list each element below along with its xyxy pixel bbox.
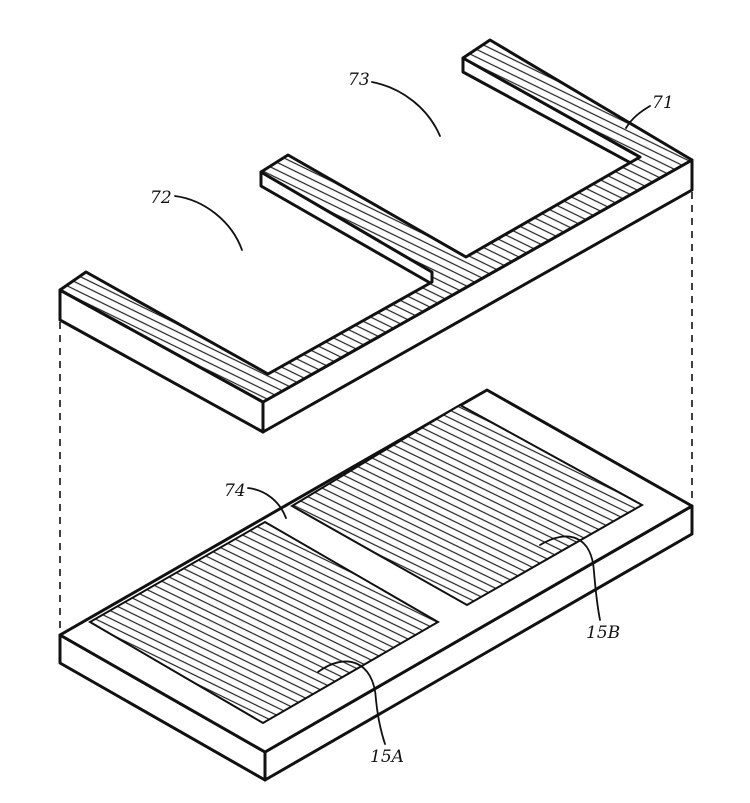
region-15a <box>88 520 440 725</box>
e-shaped-frame <box>58 38 694 434</box>
label-72: 72 <box>150 188 172 208</box>
label-73: 73 <box>348 70 370 90</box>
leader-72 <box>174 195 243 251</box>
reference-numerals: 71 72 73 74 15A 15B <box>150 70 674 767</box>
leader-74 <box>247 487 287 519</box>
alignment-lines <box>59 192 693 633</box>
frame-top-surface <box>58 38 694 404</box>
leader-71 <box>625 105 651 129</box>
leader-73 <box>371 81 441 137</box>
leader-15b <box>539 535 601 621</box>
leader-15a <box>317 660 386 745</box>
leader-lines <box>174 81 651 745</box>
label-15b: 15B <box>586 623 620 643</box>
region-15b <box>290 403 645 607</box>
label-71: 71 <box>652 93 674 113</box>
label-15a: 15A <box>370 747 404 767</box>
label-74: 74 <box>224 481 246 501</box>
base-plate <box>58 388 694 782</box>
